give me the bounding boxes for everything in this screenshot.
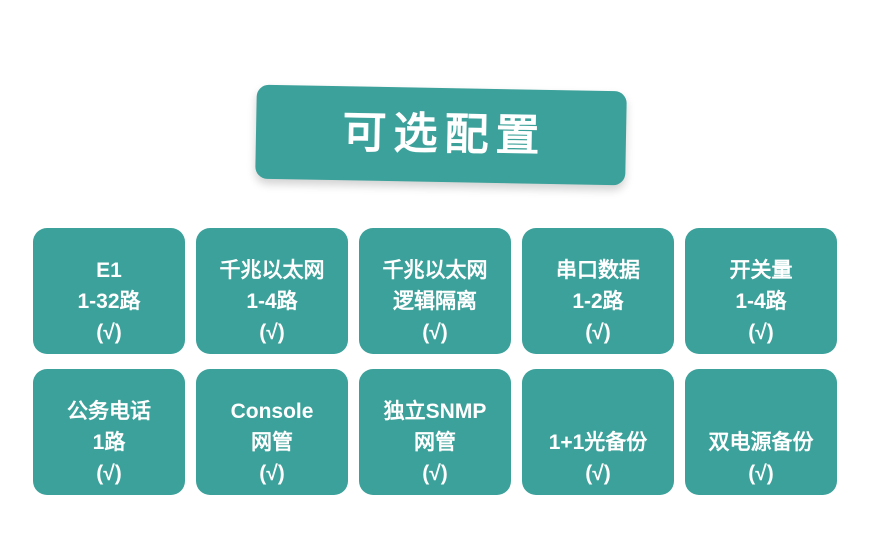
- feature-card-check: (√): [748, 321, 774, 344]
- feature-card-gigabit-ethernet-logic-isolation[interactable]: 千兆以太网 逻辑隔离 (√): [359, 228, 511, 354]
- feature-card-dual-power-redundancy[interactable]: 双电源备份 (√): [685, 369, 837, 495]
- feature-card-line-2: 1路: [92, 431, 126, 454]
- feature-card-switch-quantity[interactable]: 开关量 1-4路 (√): [685, 228, 837, 354]
- feature-card-check: (√): [422, 462, 448, 485]
- feature-card-line-2: 网管: [414, 431, 456, 454]
- feature-card-check: (√): [259, 321, 285, 344]
- feature-card-optical-redundancy[interactable]: 1+1光备份 (√): [522, 369, 674, 495]
- feature-card-grid: E1 1-32路 (√) 千兆以太网 1-4路 (√) 千兆以太网 逻辑隔离 (…: [33, 228, 848, 495]
- feature-card-line-2: 1-4路: [246, 290, 298, 313]
- feature-card-line-1: 独立SNMP: [383, 400, 487, 423]
- feature-card-line-1: 串口数据: [556, 259, 640, 282]
- feature-card-e1[interactable]: E1 1-32路 (√): [33, 228, 185, 354]
- feature-card-line-1: E1: [96, 259, 122, 282]
- feature-card-line-2: 1-4路: [735, 290, 787, 313]
- feature-card-line-2: 1-32路: [77, 290, 141, 313]
- feature-card-line-1: 双电源备份: [708, 431, 814, 454]
- feature-card-check: (√): [96, 321, 122, 344]
- feature-card-line-1: Console: [230, 400, 314, 423]
- feature-card-console-management[interactable]: Console 网管 (√): [196, 369, 348, 495]
- feature-card-independent-snmp-management[interactable]: 独立SNMP 网管 (√): [359, 369, 511, 495]
- page-title: 可选配置: [342, 108, 547, 161]
- feature-card-check: (√): [422, 321, 448, 344]
- feature-card-check: (√): [585, 462, 611, 485]
- feature-card-row: 公务电话 1路 (√) Console 网管 (√) 独立SNMP 网管 (√)…: [33, 369, 848, 495]
- feature-card-line-2: 1-2路: [572, 290, 624, 313]
- feature-card-line-1: 千兆以太网: [382, 259, 488, 282]
- feature-card-serial-data[interactable]: 串口数据 1-2路 (√): [522, 228, 674, 354]
- feature-card-gigabit-ethernet[interactable]: 千兆以太网 1-4路 (√): [196, 228, 348, 354]
- feature-card-check: (√): [259, 462, 285, 485]
- feature-card-check: (√): [748, 462, 774, 485]
- feature-card-check: (√): [585, 321, 611, 344]
- feature-card-line-1: 公务电话: [67, 400, 151, 423]
- feature-card-line-1: 1+1光备份: [548, 431, 648, 454]
- feature-card-line-1: 开关量: [729, 259, 793, 282]
- feature-card-check: (√): [96, 462, 122, 485]
- feature-card-service-phone[interactable]: 公务电话 1路 (√): [33, 369, 185, 495]
- feature-card-line-2: 网管: [251, 431, 293, 454]
- feature-card-line-1: 千兆以太网: [219, 259, 325, 282]
- feature-card-row: E1 1-32路 (√) 千兆以太网 1-4路 (√) 千兆以太网 逻辑隔离 (…: [33, 228, 848, 354]
- section-banner: 可选配置: [255, 84, 627, 186]
- feature-card-line-2: 逻辑隔离: [393, 290, 477, 313]
